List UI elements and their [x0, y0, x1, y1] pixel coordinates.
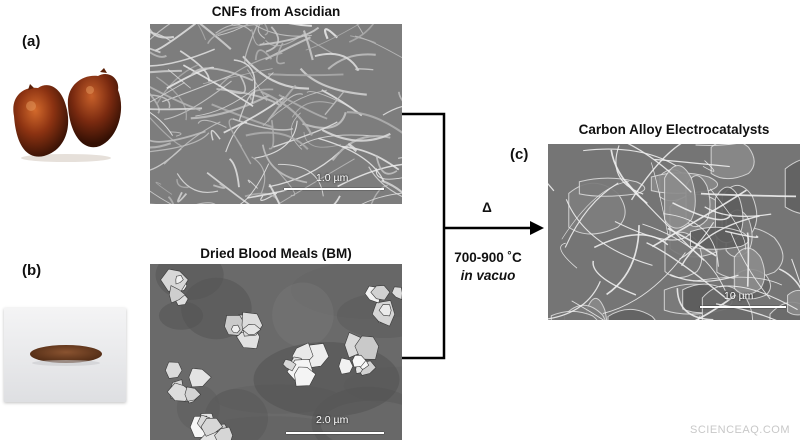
condition-label: in vacuo: [460, 268, 516, 283]
delta-symbol: Δ: [482, 200, 492, 215]
scale-label-c: 10 µm: [724, 290, 754, 302]
blood-meal-powder-photo: [4, 308, 126, 402]
panel-a-title: CNFs from Ascidian: [211, 4, 341, 19]
scale-label-b: 2.0 µm: [316, 414, 349, 426]
scale-bar-a: [284, 188, 384, 190]
temperature-label: 700-900 ˚C: [454, 250, 522, 265]
panel-c-label: (c): [510, 146, 529, 163]
ascidian-photo: [6, 66, 126, 162]
panel-b-label: (b): [22, 262, 42, 279]
watermark: SCIENCEAQ.COM: [689, 424, 790, 436]
scale-bar-b: [286, 432, 384, 434]
sem-image-carbon-alloy: 10 µm: [548, 144, 800, 320]
scale-label-a: 1.0 µm: [316, 172, 349, 184]
sem-image-cnfs: 1.0 µm: [150, 24, 402, 204]
scale-bar-c: [700, 306, 786, 308]
panel-c-title: Carbon Alloy Electrocatalysts: [578, 122, 770, 137]
panel-b-title: Dried Blood Meals (BM): [200, 246, 352, 261]
panel-a-label: (a): [22, 33, 41, 50]
sem-image-blood-meal: 2.0 µm: [150, 264, 402, 440]
